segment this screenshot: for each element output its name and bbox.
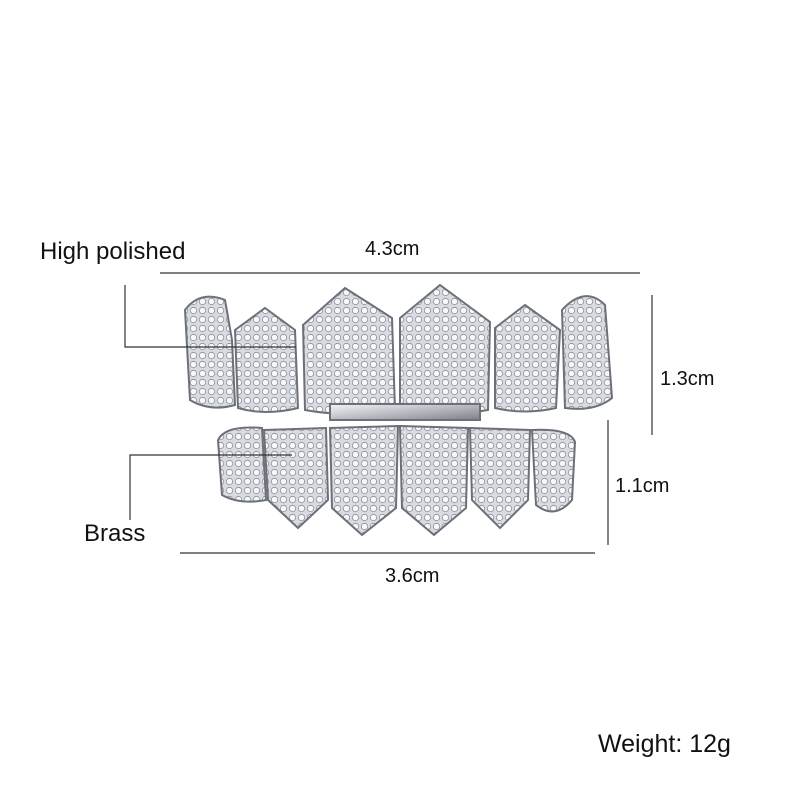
- bottom-width-label: 3.6cm: [385, 565, 440, 587]
- lower-teeth: [216, 424, 577, 537]
- dimension-lines: [124, 272, 653, 554]
- top-width-label: 4.3cm: [365, 238, 420, 260]
- upper-teeth: [183, 283, 614, 421]
- finish-label: High polished: [40, 238, 186, 265]
- weight-label: Weight: 12g: [598, 730, 731, 758]
- top-height-label: 1.3cm: [660, 368, 715, 390]
- bottom-height-label: 1.1cm: [615, 475, 670, 497]
- material-label: Brass: [84, 520, 146, 547]
